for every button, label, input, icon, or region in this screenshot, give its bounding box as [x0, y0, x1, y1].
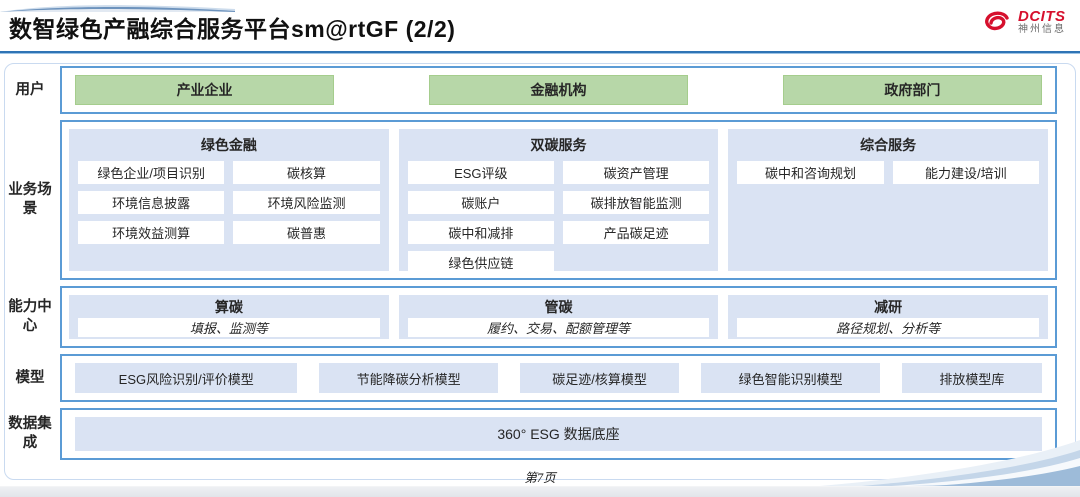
model-item: 绿色智能识别模型	[701, 363, 881, 393]
users-container: 产业企业 金融机构 政府部门	[60, 66, 1057, 114]
capability-desc: 履约、交易、配额管理等	[407, 318, 710, 337]
scenario-item: 产品碳足迹	[563, 221, 710, 244]
row-label-scenarios: 业务场景	[8, 182, 52, 217]
model-item: 碳足迹/核算模型	[519, 363, 680, 393]
scenario-item: 环境效益测算	[78, 221, 225, 244]
scenario-item: 能力建设/培训	[892, 161, 1040, 184]
scenario-item: 碳核算	[233, 161, 380, 184]
data-integration-container: 360° ESG 数据底座	[60, 408, 1057, 460]
scenario-item: 环境风险监测	[233, 191, 380, 214]
row-label-users: 用户	[15, 81, 45, 98]
row-label-capabilities: 能力中心	[8, 299, 52, 334]
row-scenarios: 业务场景 绿色金融 绿色企业/项目识别 碳核算 环境信息披露 环境风险监测 环境…	[0, 120, 1057, 280]
capability-title: 算碳	[214, 299, 243, 315]
capability-cell-reduce-research: 减研 路径规划、分析等	[728, 295, 1049, 339]
bottom-right-swoosh-decoration	[795, 440, 1080, 488]
scenario-item: 碳普惠	[233, 221, 380, 244]
scenarios-container: 绿色金融 绿色企业/项目识别 碳核算 环境信息披露 环境风险监测 环境效益测算 …	[60, 120, 1057, 280]
capability-desc: 填报、监测等	[78, 318, 380, 337]
capability-desc: 路径规划、分析等	[737, 318, 1040, 337]
user-box-financial: 金融机构	[428, 75, 689, 105]
user-box-industry: 产业企业	[75, 75, 335, 105]
title-underline	[0, 51, 1080, 54]
capability-title: 管碳	[544, 299, 573, 315]
row-users: 用户 产业企业 金融机构 政府部门	[0, 66, 1057, 114]
capability-cell-calc-carbon: 算碳 填报、监测等	[69, 295, 389, 339]
page-number: 第7页	[524, 471, 556, 485]
scenario-column-comprehensive: 综合服务 碳中和咨询规划 能力建设/培训	[728, 129, 1049, 271]
scenario-item: 环境信息披露	[78, 191, 225, 214]
row-label-data-integration: 数据集成	[8, 416, 52, 451]
scenario-column-title: 绿色金融	[200, 137, 257, 153]
dcits-logo: DCITS 神州信息	[979, 9, 1066, 36]
scenario-item: 绿色企业/项目识别	[78, 161, 225, 184]
top-left-swoosh-decoration	[0, 5, 235, 12]
capabilities-container: 算碳 填报、监测等 管碳 履约、交易、配额管理等 减研 路径规划、分析等	[60, 286, 1057, 348]
scenario-item: 碳排放智能监测	[563, 191, 710, 214]
capability-title: 减研	[874, 299, 903, 315]
row-label-models: 模型	[15, 369, 45, 386]
architecture-diagram: 用户 产业企业 金融机构 政府部门 业务场景 绿色金融 绿色企业/项目识别 碳核…	[0, 66, 1057, 460]
user-box-government: 政府部门	[782, 75, 1042, 105]
scenario-item: 碳中和减排	[407, 221, 554, 244]
model-item: 排放模型库	[901, 363, 1042, 393]
scenario-column-green-finance: 绿色金融 绿色企业/项目识别 碳核算 环境信息披露 环境风险监测 环境效益测算 …	[69, 129, 389, 271]
scenario-item: 碳账户	[407, 191, 554, 214]
scenario-column-title: 综合服务	[860, 137, 917, 153]
scenario-item: 绿色供应链	[407, 251, 554, 274]
scenario-item: 碳资产管理	[563, 161, 710, 184]
bottom-band	[0, 486, 1080, 497]
capability-cell-manage-carbon: 管碳 履约、交易、配额管理等	[398, 295, 719, 339]
header: 数智绿色产融综合服务平台sm@rtGF (2/2) DCITS 神州信息	[0, 7, 1080, 49]
row-models: 模型 ESG风险识别/评价模型 节能降碳分析模型 碳足迹/核算模型 绿色智能识别…	[0, 354, 1057, 402]
row-capabilities: 能力中心 算碳 填报、监测等 管碳 履约、交易、配额管理等 减研 路径规划、分析…	[0, 286, 1057, 348]
data-base-item: 360° ESG 数据底座	[75, 417, 1042, 451]
scenario-column-dual-carbon: 双碳服务 ESG评级 碳资产管理 碳账户 碳排放智能监测 碳中和减排 产品碳足迹…	[398, 129, 719, 274]
page-title: 数智绿色产融综合服务平台sm@rtGF (2/2)	[9, 16, 456, 42]
scenario-item: 碳中和咨询规划	[737, 161, 884, 184]
model-item: 节能降碳分析模型	[319, 363, 499, 393]
logo-subtitle: 神州信息	[1018, 24, 1066, 36]
scenario-item: ESG评级	[407, 161, 554, 184]
models-container: ESG风险识别/评价模型 节能降碳分析模型 碳足迹/核算模型 绿色智能识别模型 …	[60, 354, 1057, 402]
model-item: ESG风险识别/评价模型	[75, 363, 298, 393]
logo-brand: DCITS	[1018, 8, 1066, 26]
row-data-integration: 数据集成 360° ESG 数据底座	[0, 408, 1057, 460]
scenario-column-title: 双碳服务	[530, 137, 587, 153]
dcits-swirl-icon	[985, 11, 1009, 31]
